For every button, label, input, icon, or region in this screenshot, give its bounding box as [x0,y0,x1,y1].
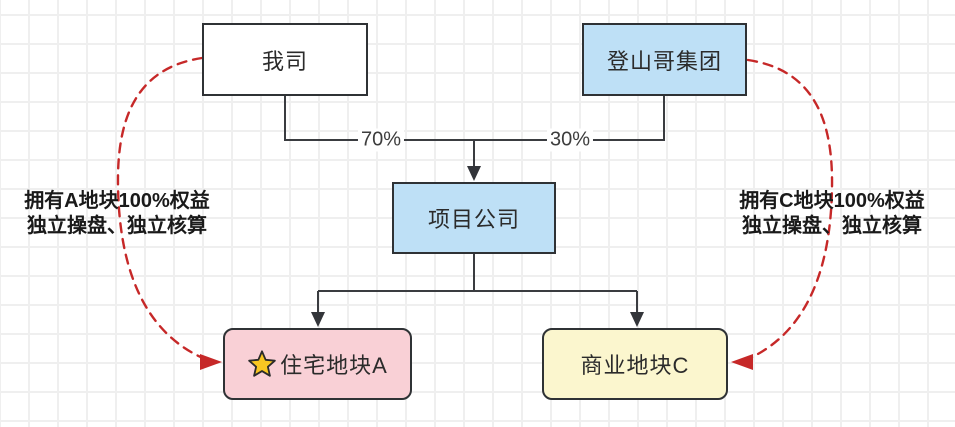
node-group[interactable]: 登山哥集团 [582,23,747,96]
node-plot-c-label: 商业地块C [580,353,690,378]
node-our-company-label: 我司 [261,48,308,74]
arrowhead-project-icon [467,166,481,181]
arrowhead-plot-a-icon [311,312,325,327]
node-project-company[interactable]: 项目公司 [392,182,556,254]
share-label-right: 30% [546,128,594,152]
annotation-right-line1: 拥有C地块100%权益 [739,190,925,212]
star-icon [248,350,276,377]
share-label-left: 70% [357,128,405,152]
node-group-label: 登山哥集团 [606,48,722,74]
node-plot-a-label: 住宅地块A [280,353,388,378]
node-project-company-label: 项目公司 [427,207,520,232]
arrowhead-plot-c-icon [630,312,644,327]
annotation-left: 拥有A地块100%权益 独立操盘、独立核算 [7,189,227,239]
annotation-right: 拥有C地块100%权益 独立操盘、独立核算 [722,189,942,239]
annotation-left-line2: 独立操盘、独立核算 [27,215,207,237]
annotation-left-line1: 拥有A地块100%权益 [24,190,210,212]
edge-top-bus [284,96,665,141]
node-plot-a[interactable]: 住宅地块A [223,328,412,400]
dashed-curve-right [746,58,834,361]
node-our-company[interactable]: 我司 [202,23,368,96]
red-arrowhead-right-icon [731,354,753,370]
node-plot-c[interactable]: 商业地块C [542,328,728,400]
red-arrowhead-left-icon [200,354,222,370]
annotation-right-line2: 独立操盘、独立核算 [742,215,922,237]
dashed-curve-left [116,56,207,361]
edge-bottom-bus [317,254,638,313]
